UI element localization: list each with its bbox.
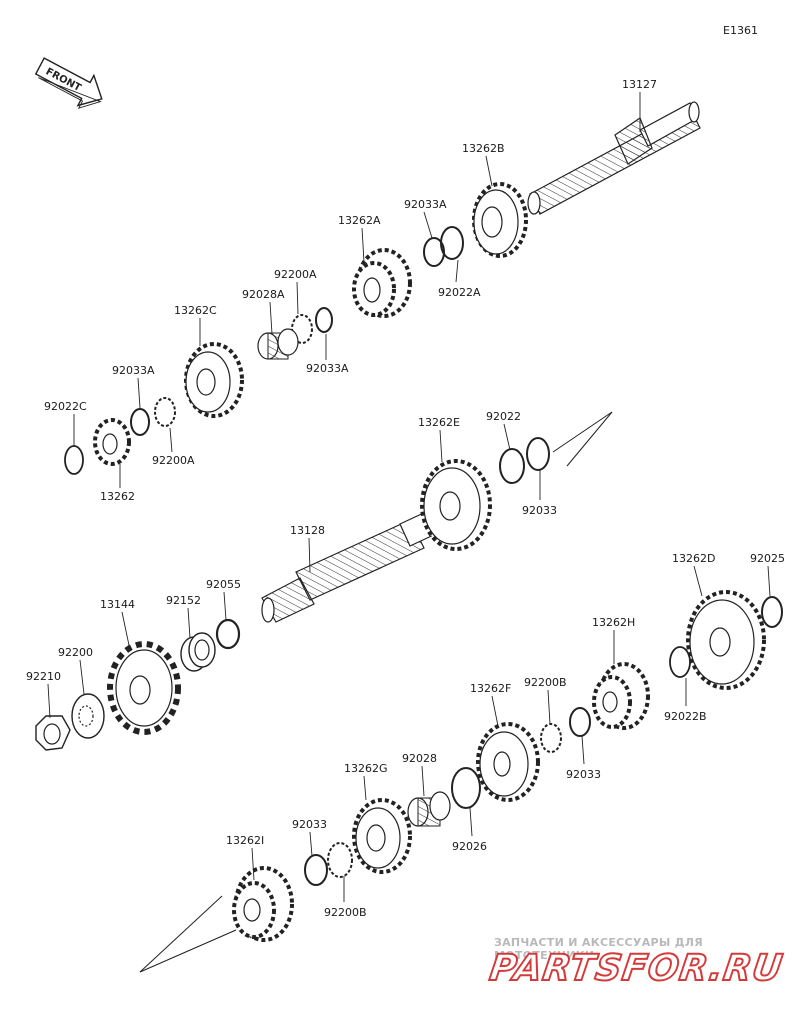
label-92033A-upper[interactable]: 92033A <box>404 198 447 211</box>
label-92025[interactable]: 92025 <box>750 552 785 565</box>
washer-92200A-upper <box>291 314 313 344</box>
circlip-92033-lower <box>304 854 328 886</box>
label-92033-upper-right[interactable]: 92033 <box>522 504 557 517</box>
label-92210[interactable]: 92210 <box>26 670 61 683</box>
washer-92025 <box>761 596 783 628</box>
washer-92200A-left <box>154 397 176 427</box>
label-13262C[interactable]: 13262C <box>174 304 217 317</box>
part-labels: 13127 13262B 92033A 92022A 13262A 92200A… <box>26 78 785 919</box>
watermark-tagline: ЗАПЧАСТИ И АКСЕССУАРЫ ДЛЯ МОТОТЕХНИКИ <box>494 936 704 962</box>
gear-13262C <box>184 342 244 418</box>
shaft-continuation-lines <box>552 411 613 467</box>
figure-code: E1361 <box>723 24 758 37</box>
label-13127[interactable]: 13127 <box>622 78 657 91</box>
label-92033A-mid[interactable]: 92033A <box>306 362 349 375</box>
label-92200A-upper[interactable]: 92200A <box>274 268 317 281</box>
gear-13262G <box>352 798 412 874</box>
gear-13262D <box>686 590 766 690</box>
seal-92055 <box>215 618 241 650</box>
label-92022[interactable]: 92022 <box>486 410 521 423</box>
gear-13262A <box>352 248 412 318</box>
washer-92200B-lower <box>327 842 353 878</box>
label-13262I[interactable]: 13262I <box>226 834 264 847</box>
gear-13262 <box>93 418 131 466</box>
label-13262F[interactable]: 13262F <box>470 682 511 695</box>
label-92152[interactable]: 92152 <box>166 594 201 607</box>
label-13262E[interactable]: 13262E <box>418 416 460 429</box>
label-13262D[interactable]: 13262D <box>672 552 715 565</box>
leader-lines <box>47 92 771 902</box>
circlip-92033A-left <box>130 408 150 436</box>
washer-92022A <box>440 226 464 260</box>
gear-13262I <box>232 866 294 942</box>
label-92022C[interactable]: 92022C <box>44 400 87 413</box>
circlip-92033A-mid <box>315 307 333 333</box>
label-92033-middle[interactable]: 92033 <box>566 768 601 781</box>
bearing-92028A <box>257 328 299 360</box>
label-13262G[interactable]: 13262G <box>344 762 388 775</box>
label-13262H[interactable]: 13262H <box>592 616 635 629</box>
label-13262[interactable]: 13262 <box>100 490 135 503</box>
label-13262B[interactable]: 13262B <box>462 142 505 155</box>
label-13144[interactable]: 13144 <box>100 598 135 611</box>
shaft-continuation-lines-lower <box>139 895 237 973</box>
gear-13262E <box>420 459 492 551</box>
label-92026[interactable]: 92026 <box>452 840 487 853</box>
circlip-92033-middle <box>569 707 591 737</box>
gear-13262B <box>472 182 528 258</box>
washer-92200 <box>71 693 105 739</box>
shaft-13128 <box>261 509 441 623</box>
shaft-13127 <box>527 101 701 215</box>
circlip-92033-upper-right <box>526 437 550 471</box>
label-92022B[interactable]: 92022B <box>664 710 707 723</box>
label-92200B-lower[interactable]: 92200B <box>324 906 367 919</box>
washer-92022B <box>669 646 691 678</box>
gear-13262F <box>476 722 540 802</box>
washer-92022C <box>64 445 84 475</box>
washer-92026 <box>451 767 481 809</box>
washer-92022 <box>499 448 525 484</box>
label-92028A[interactable]: 92028A <box>242 288 285 301</box>
label-92033-lower[interactable]: 92033 <box>292 818 327 831</box>
front-arrow-icon: FRONT <box>34 57 103 109</box>
label-92028[interactable]: 92028 <box>402 752 437 765</box>
label-92055[interactable]: 92055 <box>206 578 241 591</box>
watermark-brand-logo: PARTSFOR.RU <box>486 947 787 990</box>
nut-92210 <box>35 715 71 751</box>
label-92200B-middle[interactable]: 92200B <box>524 676 567 689</box>
label-92200A-left[interactable]: 92200A <box>152 454 195 467</box>
gear-13262H <box>592 662 650 730</box>
label-92022A[interactable]: 92022A <box>438 286 481 299</box>
sprocket-13144 <box>107 641 181 735</box>
collar-92152 <box>180 632 216 672</box>
bearing-92028 <box>407 791 451 827</box>
label-13128[interactable]: 13128 <box>290 524 325 537</box>
label-13262A[interactable]: 13262A <box>338 214 381 227</box>
washer-92200B-middle <box>540 723 562 753</box>
label-92200[interactable]: 92200 <box>58 646 93 659</box>
label-92033A-left[interactable]: 92033A <box>112 364 155 377</box>
